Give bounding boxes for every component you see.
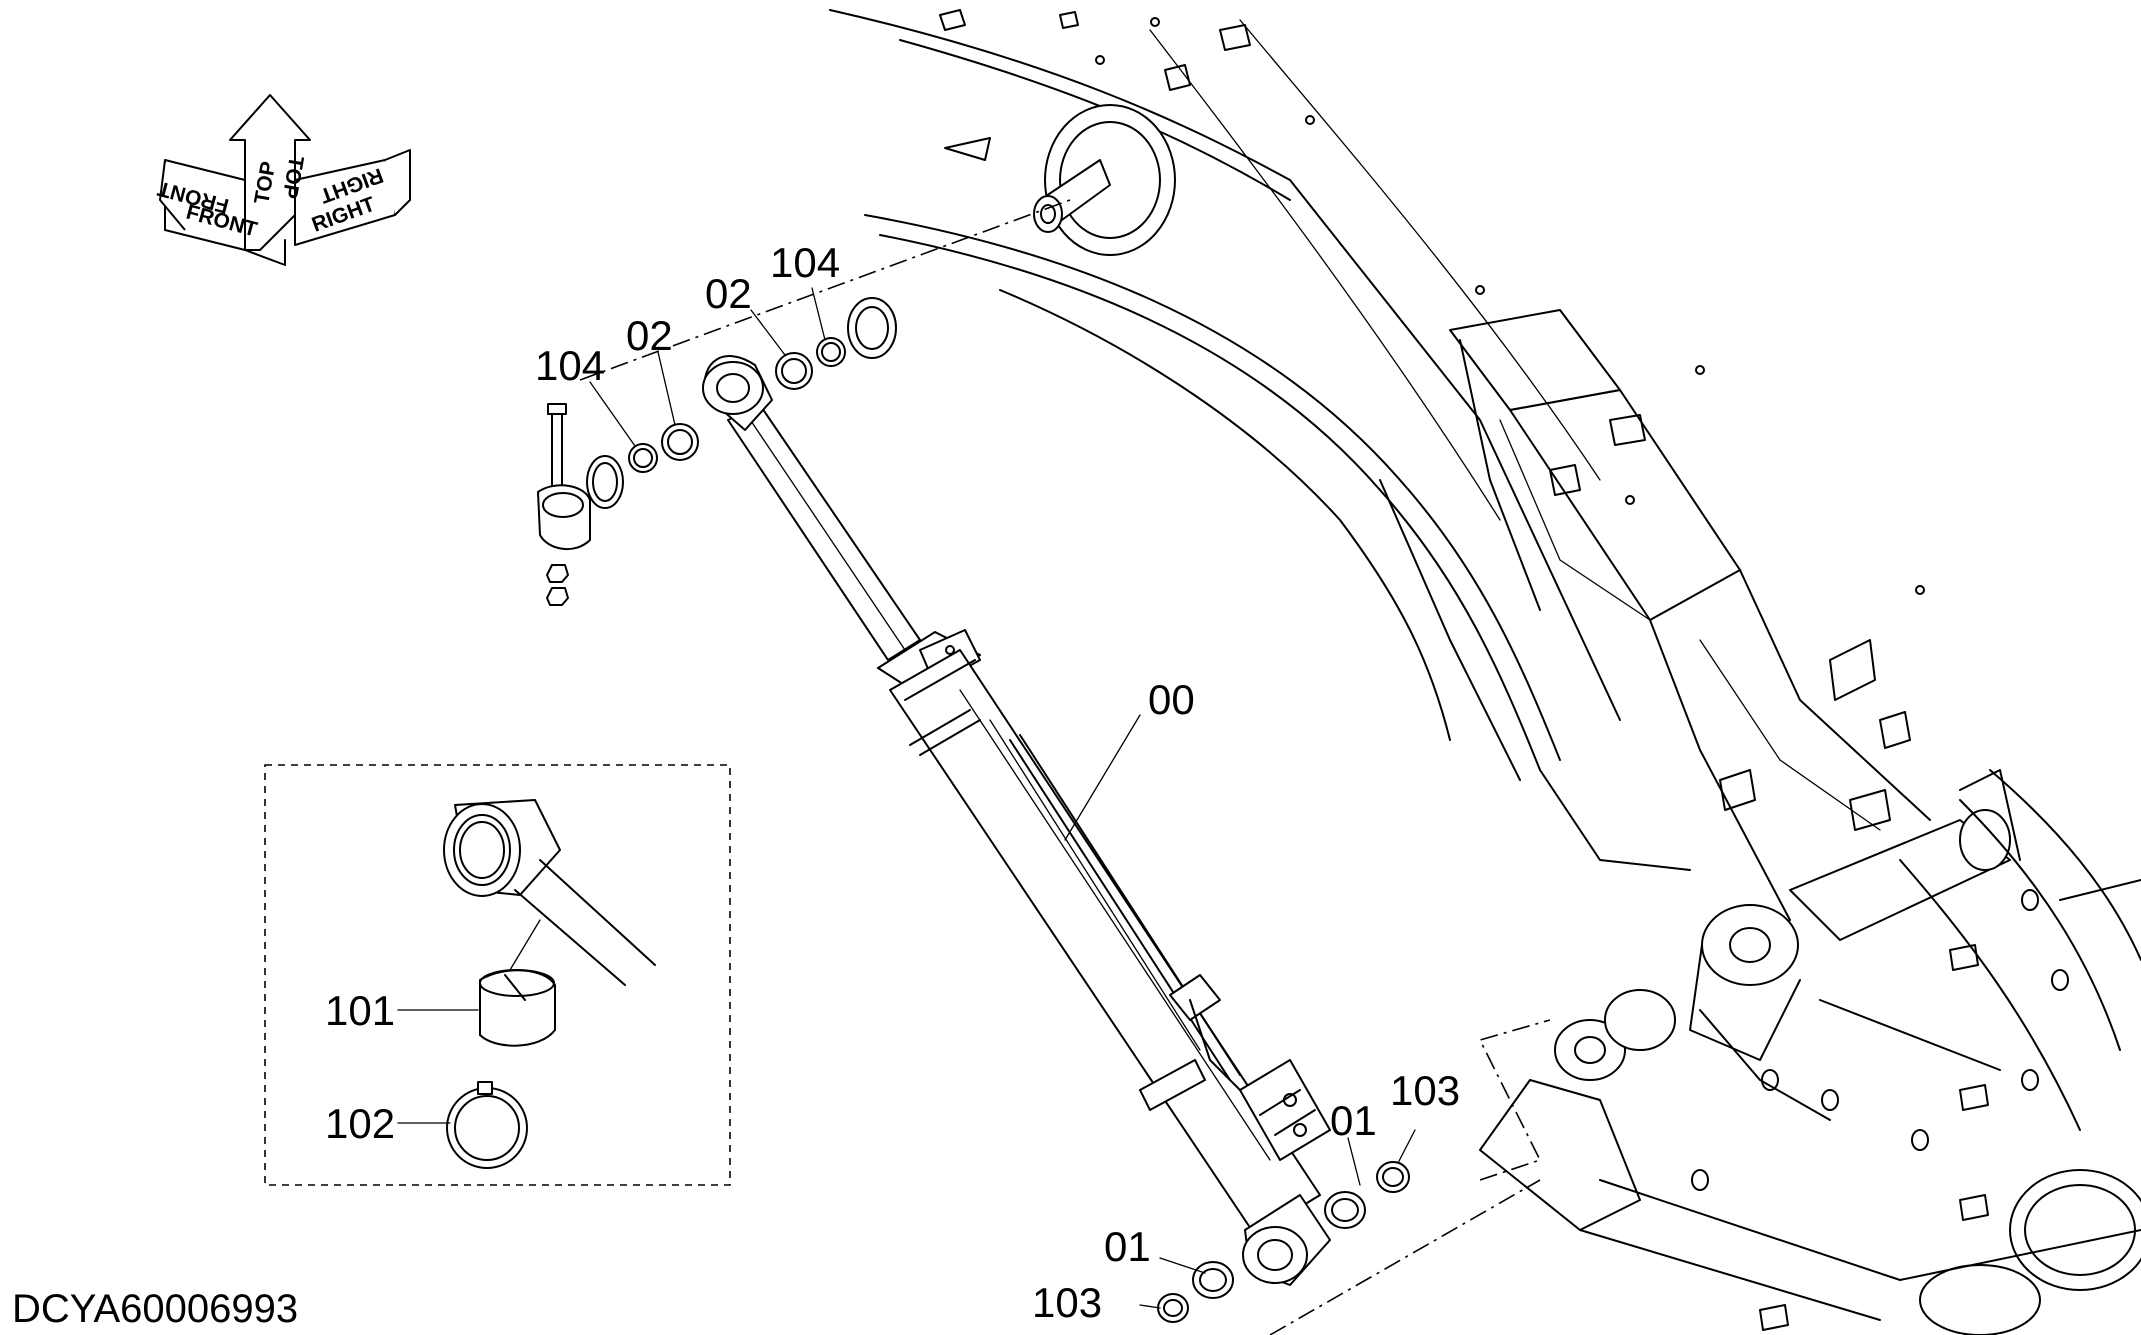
callout-01-lower: 01: [1104, 1223, 1151, 1270]
callout-01-upper: 01: [1330, 1097, 1377, 1144]
callout-104-left: 104: [535, 342, 605, 389]
boom-cylinder: [702, 355, 1331, 1286]
callout-02-right: 02: [705, 270, 752, 317]
bottom-end-hardware: [1157, 1161, 1410, 1323]
leader-lines: [397, 287, 1416, 1309]
callout-02-left: 02: [626, 312, 673, 359]
callout-101: 101: [325, 987, 395, 1034]
callout-104-right: 104: [770, 239, 840, 286]
center-lines: [579, 199, 1551, 1335]
rod-end-hardware: [537, 297, 897, 606]
frame-structure: [1479, 769, 2141, 1335]
boom-structure: [829, 9, 2021, 1061]
callout-labels: 00 01 01 02 02 101 102 103 103 104 104: [325, 239, 1460, 1326]
detail-inset: [264, 764, 731, 1186]
callout-00: 00: [1148, 676, 1195, 723]
orientation-indicator: FRONT TOP RIGHT FRONT TOP RIGHT: [155, 94, 411, 266]
drawing-code: DCYA60006993: [12, 1287, 298, 1331]
callout-103-lower: 103: [1032, 1279, 1102, 1326]
callout-102: 102: [325, 1100, 395, 1147]
callout-103-upper: 103: [1390, 1067, 1460, 1114]
detail-inset-frame: [264, 764, 731, 1186]
